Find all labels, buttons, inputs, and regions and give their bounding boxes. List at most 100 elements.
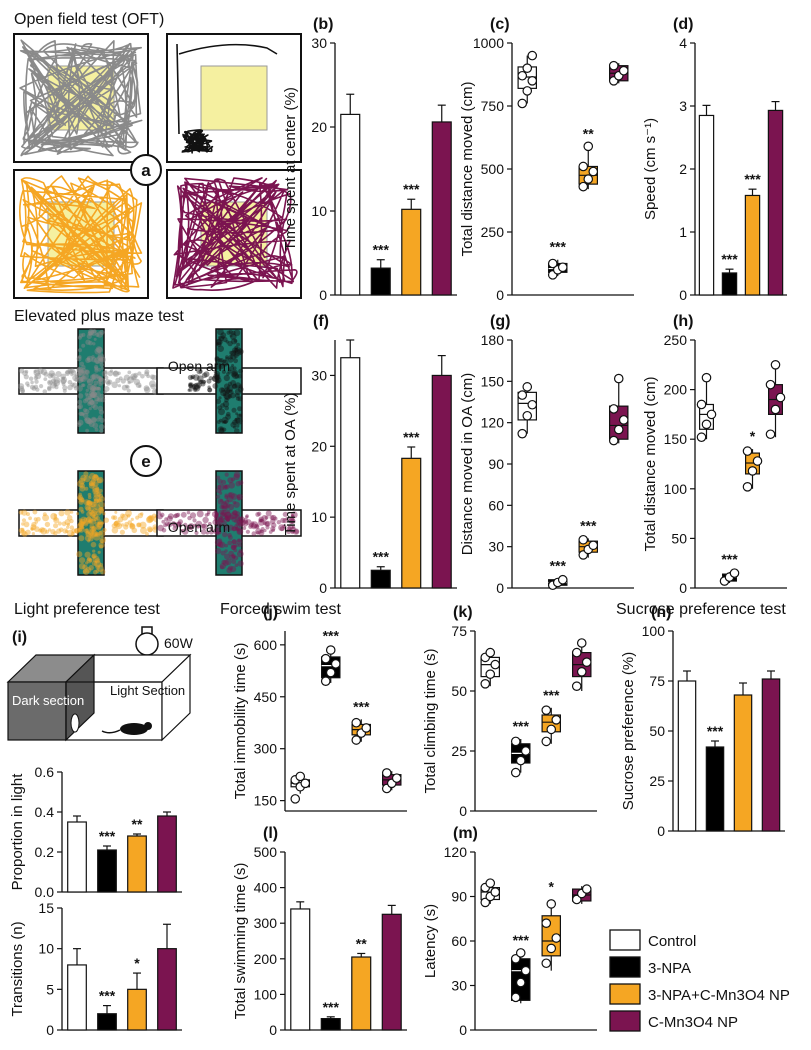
track-dot [100,366,104,370]
track-dot [140,527,147,534]
panel-label: (m) [453,825,478,842]
track-dot [231,372,239,379]
sucrose-title: Sucrose preference test [616,601,786,618]
track-dot [26,512,30,517]
track-dot [178,524,183,528]
track-dot [95,386,102,392]
data-point [618,65,629,76]
track-dot [223,419,228,424]
track-dot [234,374,240,379]
track-dot [25,529,31,535]
track-dot [85,528,89,533]
track-dot [125,509,132,517]
track-dot [235,527,239,531]
track-dot [87,529,95,537]
track-dot [235,481,241,487]
bar [431,121,452,296]
track-dot [225,340,229,344]
track-dot [222,400,230,408]
track-dot [282,524,287,529]
track-dot [94,348,101,355]
data-point [747,466,758,476]
track-dot [224,493,229,498]
legend-label: 3-NPA+C-Mn3O4 NP [648,987,790,1004]
track-dot [223,500,227,504]
track-dot [234,347,242,354]
track-dot [231,526,237,532]
track-dot [96,476,104,484]
track-dot [242,526,247,530]
track-dot [90,530,97,538]
track-dot [19,387,25,393]
track-dot [290,514,294,518]
track-dot [93,569,98,575]
panel-label: (b) [313,16,333,33]
data-point [510,992,521,1003]
track-dot [214,539,222,547]
track-dot [23,521,30,528]
track-dot [207,387,213,393]
track-dot [121,384,128,391]
track-dot [78,526,85,533]
track-dot [196,368,203,375]
track-dot [98,376,102,380]
track-dot [77,403,84,410]
data-point [522,382,533,392]
track-dot [234,513,239,518]
track-dot [228,482,235,489]
track-dot [201,379,206,385]
track-dot [193,523,197,527]
track-dot [98,496,105,502]
track-dot [188,382,194,388]
y-tick-label: 90 [488,456,504,472]
data-point [765,429,776,440]
y-tick-label: 0.2 [35,844,55,860]
track-dot [290,511,298,519]
track-dot [290,530,295,535]
track-dot [129,522,134,528]
track-dot [92,342,96,346]
track-dot [214,357,221,363]
track-dot [145,532,149,536]
oft-track [18,175,143,294]
y-tick-label: 180 [481,332,505,348]
track-dot [225,355,229,359]
track-dot [21,531,28,537]
track-dot [226,411,231,417]
track-dot [106,381,111,386]
track-dot [78,535,85,542]
track-dot [287,524,294,531]
track-dot [192,518,197,523]
bar [351,956,372,1031]
track-dot [90,374,96,380]
track-dot [97,565,104,572]
y-axis-label: Total distance moved (cm) [459,81,476,256]
data-point [480,897,491,908]
bar [97,849,117,893]
data-point [583,141,594,152]
track-dot [91,530,98,537]
track-dot [224,495,229,500]
y-axis-label: Time spent at OA (%) [282,393,299,536]
track-dot [91,355,95,359]
track-dot [94,357,101,365]
track-dot [173,513,178,519]
track-dot [201,372,208,379]
track-dot [92,487,100,495]
track-dot [215,519,221,526]
track-dot [234,563,239,567]
track-dot [98,424,105,430]
track-dot [89,480,96,487]
track-dot [88,518,94,524]
track-dot [111,523,117,529]
track-dot [90,392,97,398]
track-dot [264,521,270,527]
track-dot [94,558,101,564]
track-dot [98,378,103,382]
track-dot [79,518,86,525]
track-dot [135,382,142,388]
track-dot [86,499,92,505]
track-dot [212,375,220,383]
